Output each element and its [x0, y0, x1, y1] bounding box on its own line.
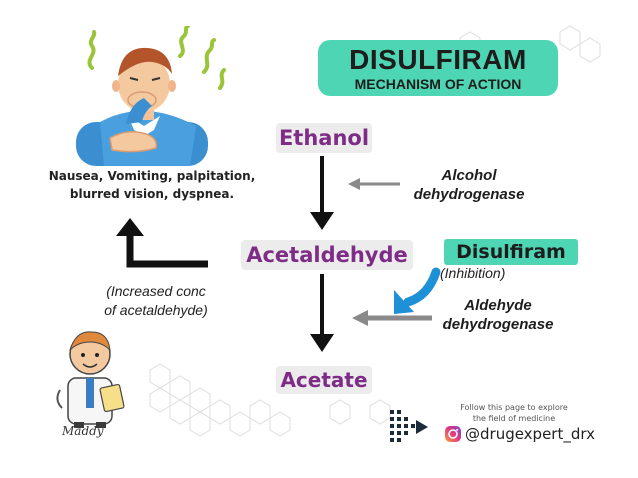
enzyme-line: Alcohol — [441, 167, 497, 184]
alcohol-dehydrogenase-arrow — [348, 178, 400, 190]
doctor-cartoon-illustration — [56, 331, 125, 428]
acetaldehyde-label: Acetaldehyde — [241, 240, 413, 270]
cause-line: (Increased conc — [106, 283, 206, 299]
symptoms-line: blurred vision, dyspnea. — [69, 187, 235, 201]
follow-caption: Follow this page to explore the field of… — [448, 402, 580, 424]
acetate-label: Acetate — [276, 366, 372, 394]
enzyme-line: Aldehyde — [464, 297, 532, 314]
inhibition-label: (Inhibition) — [440, 265, 506, 281]
effect-elbow-arrow — [116, 218, 208, 268]
curved-inhibition-arrow-icon — [394, 267, 441, 314]
symptoms-text: Nausea, Vomiting, palpitation, blurred v… — [38, 167, 266, 203]
instagram-icon — [445, 426, 461, 442]
arrow-ethanol-to-acetaldehyde — [310, 156, 334, 230]
brand-logo-icon — [390, 410, 428, 442]
title-banner: DISULFIRAM MECHANISM OF ACTION — [318, 40, 558, 96]
aldehyde-dehydrogenase-arrow — [352, 310, 432, 326]
title: DISULFIRAM — [349, 44, 527, 75]
subtitle: MECHANISM OF ACTION — [354, 76, 522, 92]
aldehyde-dehydrogenase-label: Aldehyde dehydrogenase — [424, 296, 572, 334]
arrow-acetaldehyde-to-acetate — [310, 274, 334, 352]
symptoms-line: Nausea, Vomiting, palpitation, — [48, 169, 256, 183]
enzyme-line: dehydrogenase — [442, 316, 554, 333]
alcohol-dehydrogenase-label: Alcohol dehydrogenase — [398, 166, 540, 204]
character-signature: Maddy — [62, 424, 104, 438]
enzyme-line: dehydrogenase — [413, 186, 525, 203]
handle-text: @drugexpert_drx — [465, 425, 596, 443]
follow-line: the field of medicine — [472, 414, 556, 423]
social-handle[interactable]: @drugexpert_drx — [444, 425, 595, 443]
cause-line: of acetaldehyde) — [104, 302, 208, 318]
cause-text: (Increased conc of acetaldehyde) — [72, 282, 240, 320]
ethanol-label: Ethanol — [276, 123, 372, 153]
sick-person-illustration — [76, 26, 226, 166]
follow-line: Follow this page to explore — [460, 403, 568, 412]
disulfiram-label: Disulfiram — [444, 239, 578, 265]
